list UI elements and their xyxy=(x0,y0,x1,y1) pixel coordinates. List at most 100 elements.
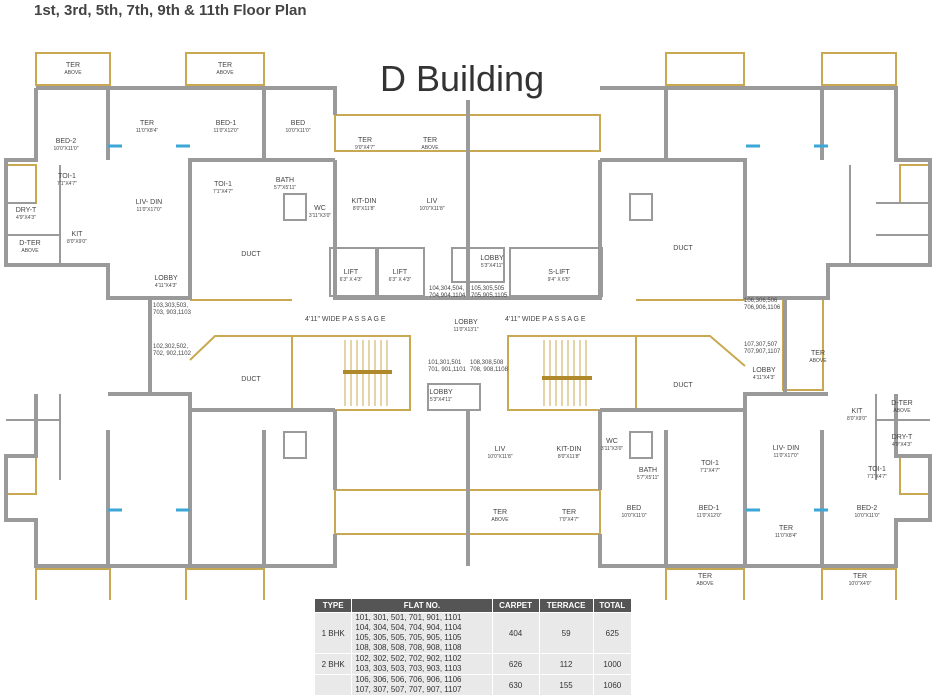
room-dimension: 4'11"X4'3" xyxy=(155,283,178,289)
room-toi1-l: TOI-17'1"X4'7" xyxy=(57,173,77,187)
room-name: LOBBY xyxy=(154,275,178,282)
room-dimension: ABOVE xyxy=(491,517,509,523)
flat-note-line: 107,307,507 xyxy=(744,342,778,348)
room-dimension: 3'11"X3'0" xyxy=(601,446,624,452)
room-toi1-r: TOI-17'1"X4'7" xyxy=(867,466,887,480)
flat-numbers: 106, 306, 506, 706, 906, 1106 107, 307, … xyxy=(351,674,493,696)
flat-note-line: 104,304,504, xyxy=(429,286,464,292)
flat-note-line: 103,303,503, xyxy=(153,303,188,309)
flat-note-line: 708, 908,1108 xyxy=(470,367,509,373)
room-name: TER xyxy=(698,573,712,580)
carpet-value: 404 xyxy=(491,612,540,654)
room-duct-l: DUCT xyxy=(241,251,261,258)
table-header: TERRACE xyxy=(538,598,594,613)
total-value: 1000 xyxy=(592,653,633,675)
flat-note-line: 105,305,505 xyxy=(471,286,505,292)
total-value: 1060 xyxy=(592,674,633,696)
room-name: WC xyxy=(314,205,326,212)
room-name: DUCT xyxy=(241,251,261,258)
room-dimension: 3'11"X3'0" xyxy=(309,213,332,219)
room-duct-tr: DUCT xyxy=(673,245,693,252)
room-name: TER xyxy=(493,509,507,516)
room-name: KIT-DIN xyxy=(557,446,582,453)
table-row: 2 BHK 102, 302, 502, 702, 902, 1102 103,… xyxy=(313,653,633,675)
flat-note-line: 704,904,1104 xyxy=(429,293,466,299)
room-dimension: 4'9"X4'3" xyxy=(16,215,36,221)
room-name: TOI-1 xyxy=(701,460,719,467)
table-header: TOTAL xyxy=(592,598,633,613)
room-name: KIT xyxy=(852,408,864,415)
room-name: KIT-DIN xyxy=(352,198,377,205)
room-name: TER xyxy=(779,525,793,532)
flat-type xyxy=(313,674,353,696)
flat-line: 106, 306, 506, 706, 906, 1106 xyxy=(355,675,462,684)
room-name: LOBBY xyxy=(429,389,453,396)
flat-note-line: 705,905,1105 xyxy=(471,293,508,299)
room-dimension: 10'0"X11'0" xyxy=(854,513,879,519)
room-name: LOBBY xyxy=(480,255,504,262)
room-name: TER xyxy=(358,137,372,144)
room-dimension: 8'0"X9'0" xyxy=(847,416,867,422)
table-row: 106, 306, 506, 706, 906, 1106 107, 307, … xyxy=(313,674,633,696)
room-bed2-b: BED-210'0"X11'0" xyxy=(854,505,879,519)
room-wc-b: WC3'11"X3'0" xyxy=(601,438,624,452)
room-dimension: 10'0"X11'0" xyxy=(621,513,646,519)
flat-type: 1 BHK xyxy=(313,612,353,654)
room-name: WC xyxy=(606,438,618,445)
building-title: D Building xyxy=(380,58,545,99)
room-name: LIV xyxy=(495,446,506,453)
room-dimension: 11'0"X8'4" xyxy=(775,533,798,539)
room-bed1-l: BED-111'0"X12'0" xyxy=(213,120,238,134)
room-dimension: 8'0"X11'8" xyxy=(353,206,376,212)
room-name: LIV- DIN xyxy=(136,199,162,206)
room-dimension: 11'0"X12'0" xyxy=(213,128,238,134)
window-marks xyxy=(108,144,828,512)
room-dimension: 7'1"X4'7" xyxy=(57,181,77,187)
room-name: DRY-T xyxy=(892,434,913,441)
room-dimension: ABOVE xyxy=(809,358,827,364)
room-wc-l: WC3'11"X3'0" xyxy=(309,205,332,219)
room-toi1-r2: TOI-17'1"X4'7" xyxy=(700,460,720,474)
table-header: CARPET xyxy=(491,598,540,613)
room-name: TER xyxy=(218,62,232,69)
room-name: D-TER xyxy=(19,240,40,247)
room-name: TER xyxy=(853,573,867,580)
room-name: DRY-T xyxy=(16,207,37,214)
room-dryt-r: DRY-T4'9"X4'3" xyxy=(892,434,913,448)
room-dimension: ABOVE xyxy=(64,70,82,76)
room-name: BATH xyxy=(639,467,657,474)
room-name: LOBBY xyxy=(752,367,776,374)
room-name: LIFT xyxy=(344,269,359,276)
room-name: DUCT xyxy=(241,376,261,383)
room-dimension: 5'3"X4'11" xyxy=(481,263,504,269)
room-name: KIT xyxy=(72,231,84,238)
room-name: D-TER xyxy=(891,400,912,407)
room-bed1-b: BED-111'0"X12'0" xyxy=(696,505,721,519)
page-title: 1st, 3rd, 5th, 7th, 9th & 11th Floor Pla… xyxy=(34,2,307,19)
room-name: TER xyxy=(562,509,576,516)
room-name: LIV xyxy=(427,198,438,205)
flat-line: 107, 307, 507, 707, 907, 1107 xyxy=(355,685,462,694)
room-name: DUCT xyxy=(673,382,693,389)
room-dimension: ABOVE xyxy=(696,581,714,587)
passage-label-left: 4'11" WIDE P A S S A G E xyxy=(305,316,386,323)
flat-line: 102, 302, 502, 702, 902, 1102 xyxy=(355,654,462,663)
